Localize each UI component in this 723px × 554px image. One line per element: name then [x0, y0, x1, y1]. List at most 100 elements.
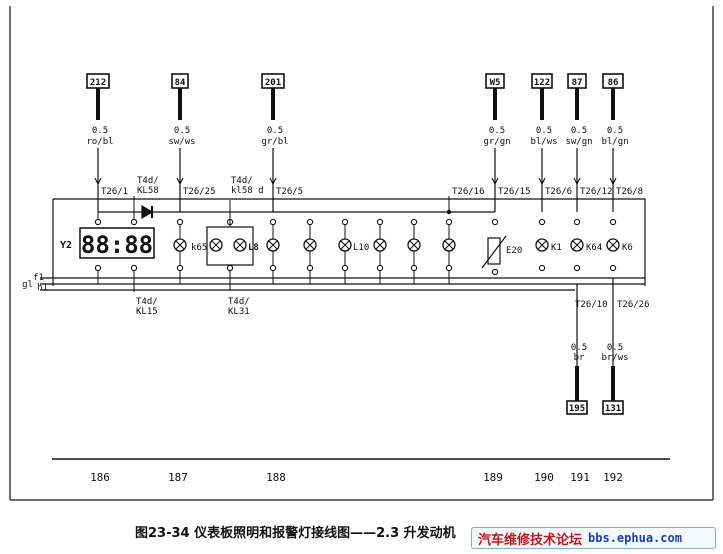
watermark-text: 汽车维修技术论坛 [478, 532, 583, 548]
bottom-ref-0: 195 [569, 404, 585, 414]
lamp-pin-top-3 [341, 218, 349, 226]
warn-label-2: K6 [622, 243, 633, 253]
lamp-0-cross-b [175, 240, 185, 250]
bottom-color-1: br/ws [601, 353, 628, 363]
warn-lamp-0-cross-b [537, 240, 547, 250]
t4d-kl58d-label-line1: T4d/ [231, 176, 253, 186]
clock-pin-bot-2 [130, 264, 138, 272]
ref-label-122: 122 [534, 78, 550, 88]
lamp-pin-bot-4 [376, 264, 384, 272]
l8-lamp-1-cross-b [235, 240, 245, 250]
lamp-pin-bot-5 [410, 264, 418, 272]
wire-thick-6 [611, 88, 615, 120]
figure-caption: 图23-34 仪表板照明和报警灯接线图——2.3 升发动机 [135, 525, 456, 541]
lamp-5-cross-b [409, 240, 419, 250]
warn-pin-top-0 [538, 218, 546, 226]
connector-mark-2 [269, 177, 277, 186]
wire-thick-2 [271, 88, 275, 120]
t26-16-label: T26/16 [452, 187, 485, 197]
wire-gauge-0: 0.5 [92, 126, 108, 136]
e20-label: E20 [506, 246, 522, 256]
y2-label: Y2 [60, 240, 72, 251]
warn-label-0: K1 [551, 243, 562, 253]
connector-mark-5 [573, 177, 581, 186]
wire-color-5: sw/gn [565, 137, 592, 147]
t4d-kl31-label-line2: KL31 [228, 307, 250, 317]
wire-thick-3 [493, 88, 497, 120]
ref-label-84: 84 [175, 78, 186, 88]
lamp-4-cross-b [375, 240, 385, 250]
wire-gauge-6: 0.5 [607, 126, 623, 136]
t4d-kl58d-label-line2: kl58 d [231, 186, 264, 196]
e20-wiper [481, 235, 507, 269]
lamp-pin-top-0 [176, 218, 184, 226]
ground-label-h1: h1 [37, 283, 48, 293]
connector-mark-1 [176, 177, 184, 186]
wire-terminal-2: T26/5 [276, 187, 303, 197]
wire-gauge-4: 0.5 [536, 126, 552, 136]
clock-pin-top-1 [94, 218, 102, 226]
bottom-ref-box-1 [602, 400, 624, 415]
lamp-pin-bot-0 [176, 264, 184, 272]
warn-lamp-1-cross-b [572, 240, 582, 250]
t4d-kl31-label-line1: T4d/ [228, 297, 250, 307]
wire-gauge-3: 0.5 [489, 126, 505, 136]
lamp-pin-bot-1 [269, 264, 277, 272]
wire-color-3: gr/gn [483, 137, 510, 147]
t4d-kl15-label-line1: T4d/ [136, 297, 158, 307]
connector-mark-6 [609, 177, 617, 186]
lamp-pin-top-1 [269, 218, 277, 226]
bottom-wire-thick-1 [611, 366, 615, 402]
position-192: 192 [603, 471, 623, 484]
wire-terminal-3: T26/15 [498, 187, 531, 197]
ground-label-f1: f1 [33, 273, 44, 283]
warn-pin-bot-2 [609, 264, 617, 272]
wire-terminal-0: T26/1 [101, 187, 128, 197]
ground-label-gl: gl [22, 280, 33, 290]
bottom-terminal-1: T26/26 [617, 300, 650, 310]
lamp-pin-top-5 [410, 218, 418, 226]
lamp-3-cross-b [340, 240, 350, 250]
position-189: 189 [483, 471, 503, 484]
t4d-kl15-label-line2: KL15 [136, 307, 158, 317]
wire-terminal-1: T26/25 [183, 187, 216, 197]
lamp-1-cross-b [268, 240, 278, 250]
connector-mark-4 [538, 177, 546, 186]
diode [141, 204, 154, 220]
warn-pin-top-2 [609, 218, 617, 226]
connector-mark-0 [94, 177, 102, 186]
clock-pin-bot-1 [94, 264, 102, 272]
warn-lamp-2-cross-b [608, 240, 618, 250]
ref-label-86: 86 [608, 78, 619, 88]
connector-mark-3 [491, 177, 499, 186]
k65-label: k65 [191, 243, 207, 253]
bottom-ref-box-0 [566, 400, 588, 415]
t26-16-node [446, 209, 452, 215]
wire-gauge-5: 0.5 [571, 126, 587, 136]
ref-label-201: 201 [265, 78, 281, 88]
lamp-pin-top-2 [306, 218, 314, 226]
wire-thick-5 [575, 88, 579, 120]
position-188: 188 [266, 471, 286, 484]
lamp-pin-bot-3 [341, 264, 349, 272]
clock-display-box [79, 227, 155, 259]
wire-thick-1 [178, 88, 182, 120]
lamp-pin-top-6 [445, 218, 453, 226]
bottom-terminal-0: T26/10 [575, 300, 608, 310]
ref-label-W5: W5 [490, 78, 501, 88]
e20-resistor [487, 237, 501, 265]
bottom-ref-1: 131 [605, 404, 621, 414]
bottom-color-0: br [574, 353, 585, 363]
t4d-kl58-label-line1: T4d/ [137, 176, 159, 186]
lamp-pin-top-4 [376, 218, 384, 226]
panel-outline [52, 198, 646, 286]
bottom-gauge-1: 0.5 [607, 343, 623, 353]
watermark-url: bbs.ephua.com [588, 531, 682, 545]
e20-pin-bot [491, 268, 499, 276]
wire-gauge-2: 0.5 [267, 126, 283, 136]
position-191: 191 [570, 471, 590, 484]
warn-label-1: K64 [586, 243, 602, 253]
wire-thick-4 [540, 88, 544, 120]
warn-pin-top-1 [573, 218, 581, 226]
